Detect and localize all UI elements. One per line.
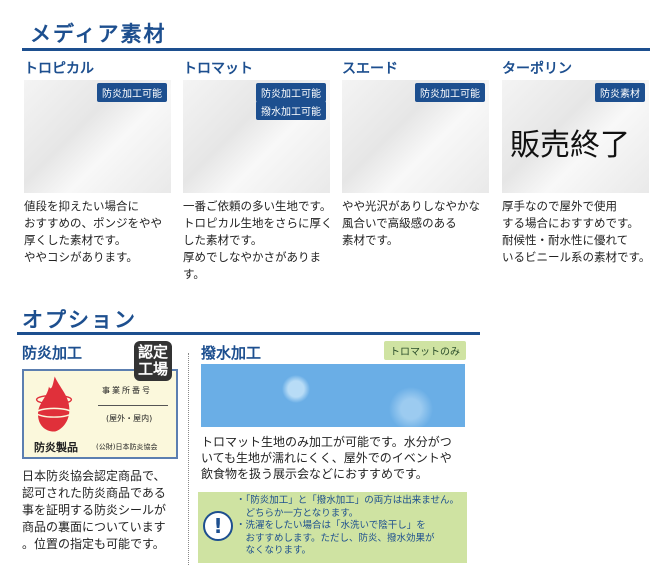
flame-certificate: 事業所番号 (屋外・屋内) 防炎製品 (公財)日本防炎協会: [22, 369, 178, 459]
sold-out-label: 販売終了: [510, 128, 630, 163]
material-swatch: 防炎素材販売終了: [502, 80, 649, 193]
material-name: ターポリン: [502, 61, 572, 77]
media-section-title: メディア素材: [30, 22, 167, 46]
material-description: やや光沢がありしなやかな 風合いで高級感のある 素材です。: [342, 199, 480, 247]
capability-tag: 防炎素材: [595, 83, 645, 102]
capability-tag: 防炎加工可能: [97, 83, 167, 102]
capability-tag: 防炎加工可能: [415, 83, 485, 102]
divider: [17, 332, 480, 335]
divider: [22, 48, 650, 51]
water-description: トロマット生地のみ加工が可能です。水分がつ いても生地が濡れにくく、屋外でのイベ…: [201, 435, 452, 481]
flame-title: 防炎加工: [22, 344, 83, 362]
notice-box: ! ・「防炎加工」と「撥水加工」の両方は出来ません。 どちらか一方となります。 …: [198, 492, 467, 563]
dotted-divider: [188, 353, 189, 565]
flame-icon: [35, 376, 73, 432]
flame-description: 日本防炎協会認定商品で、 認可された防炎商品である 事を証明する防炎シールが 商…: [22, 469, 167, 551]
exclamation-circle-icon: !: [203, 511, 233, 541]
notice-text: ・「防炎加工」と「撥水加工」の両方は出来ません。 どちらか一方となります。 ・洗…: [236, 495, 459, 556]
divider: [98, 405, 168, 406]
water-title: 撥水加工: [201, 344, 262, 362]
water-repellent-image: [201, 364, 465, 427]
label-association: (公財)日本防炎協会: [96, 443, 158, 451]
tromat-only-badge: トロマットのみ: [384, 341, 466, 360]
material-description: 厚手なので屋外で使用 する場合におすすめです。 耐候性・耐水性に優れて いるビニ…: [502, 199, 651, 264]
material-description: 値段を抑えたい場合に おすすめの、ポンジをやや 厚くした素材です。 ややコシがあ…: [24, 199, 162, 264]
material-swatch: 防炎加工可能: [24, 80, 171, 193]
options-section-title: オプション: [22, 308, 137, 332]
material-swatch: 防炎加工可能: [342, 80, 489, 193]
capability-tag: 防炎加工可能: [256, 83, 326, 102]
label-number: 事業所番号: [102, 386, 152, 395]
certified-factory-badge: 認定 工場: [134, 341, 172, 381]
material-swatch: 防炎加工可能撥水加工可能: [183, 80, 330, 193]
material-name: スエード: [342, 61, 398, 77]
material-description: 一番ご依頼の多い生地です。 トロピカル生地をさらに厚く した素材です。 厚めでし…: [183, 199, 333, 281]
capability-tag: 撥水加工可能: [256, 101, 326, 120]
material-name: トロピカル: [24, 61, 94, 77]
label-place: (屋外・屋内): [106, 414, 153, 423]
material-name: トロマット: [183, 61, 253, 77]
label-product: 防炎製品: [34, 441, 78, 454]
